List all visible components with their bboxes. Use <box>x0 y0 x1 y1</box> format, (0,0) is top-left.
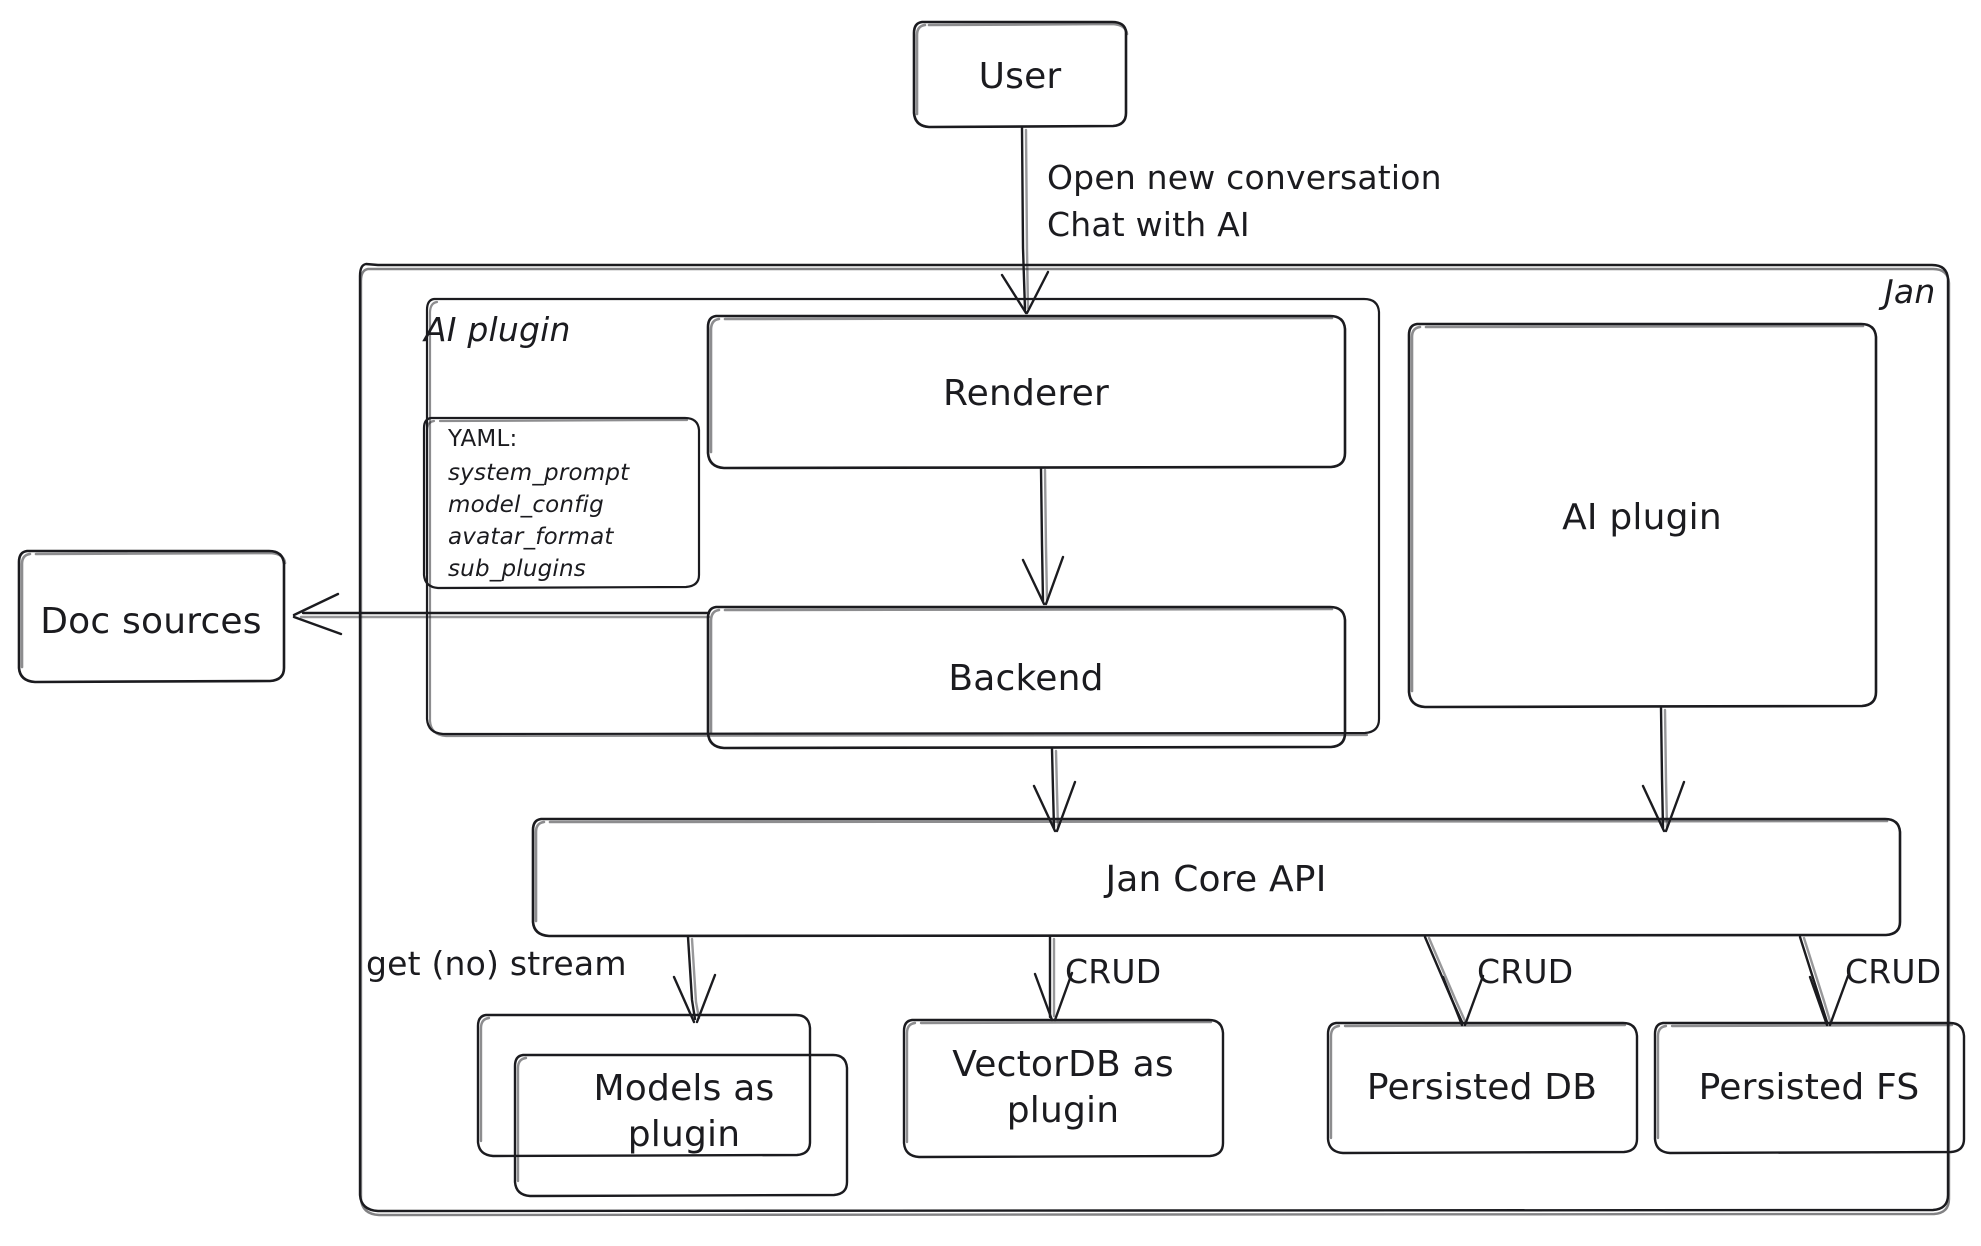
edge-core-api-to-models <box>672 935 717 1024</box>
node-persisted-fs <box>1653 1021 1966 1155</box>
edge-core-api-to-vectordb <box>1033 935 1074 1022</box>
edge-ai-plugin-to-core-api <box>1641 706 1686 833</box>
node-backend <box>706 605 1347 750</box>
edge-user-to-renderer <box>1000 126 1050 315</box>
container-jan <box>358 262 1951 1217</box>
node-ai-plugin-right <box>1407 322 1878 709</box>
node-models-plugin <box>476 1013 849 1198</box>
yaml-card <box>422 416 701 590</box>
edge-core-api-to-persisted-db <box>1423 935 1485 1027</box>
edge-core-api-to-persisted-fs <box>1798 935 1850 1027</box>
node-renderer <box>706 314 1347 470</box>
container-ai-plugin-group <box>425 297 1381 738</box>
node-vectordb-plugin <box>902 1018 1225 1159</box>
edge-renderer-to-backend <box>1021 466 1065 606</box>
node-jan-core-api <box>531 817 1902 938</box>
edge-backend-to-doc-sources <box>292 592 711 636</box>
node-user <box>912 20 1129 129</box>
node-persisted-db <box>1326 1021 1639 1155</box>
node-doc-sources <box>17 549 287 684</box>
